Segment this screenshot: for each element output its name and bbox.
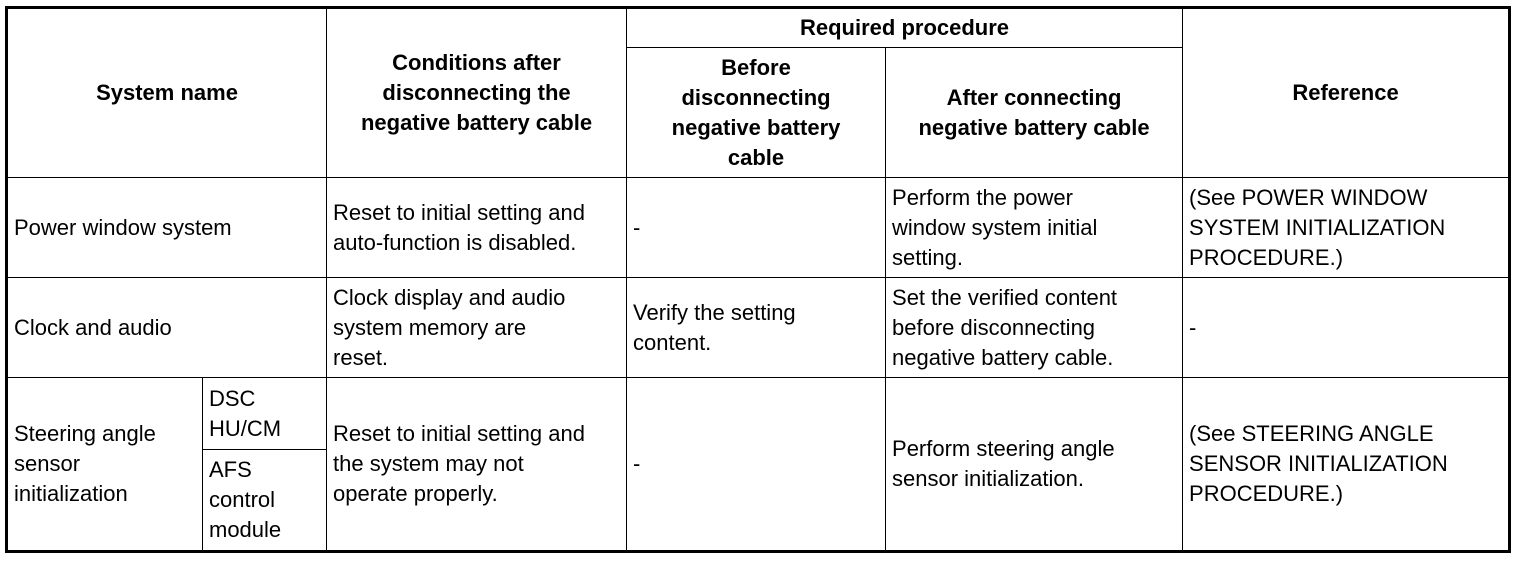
- header-before-disconnecting: Before disconnecting negative battery ca…: [626, 47, 887, 178]
- cell-before: -: [626, 377, 887, 552]
- cell-conditions: Reset to initial setting and the system …: [326, 377, 628, 552]
- cell-system-name: Steering angle sensor initialization: [6, 377, 203, 552]
- table-row: AFS control module: [7, 449, 1510, 552]
- procedure-table-container: System name Conditions after disconnecti…: [5, 6, 1512, 553]
- cell-after: Perform steering angle sensor initializa…: [885, 377, 1184, 552]
- header-required-procedure: Required procedure: [626, 7, 1184, 48]
- header-after-connecting: After connecting negative battery cable: [885, 47, 1184, 178]
- cell-reference: -: [1182, 277, 1511, 378]
- header-system-name: System name: [5, 7, 328, 178]
- header-row-2: Before disconnecting negative battery ca…: [7, 47, 1510, 178]
- cell-conditions: Clock display and audio system memory ar…: [326, 277, 628, 378]
- table-row: Power window system Reset to initial set…: [5, 177, 1511, 278]
- cell-after: Set the verified content before disconne…: [885, 277, 1184, 378]
- cell-system-name: Power window system: [5, 177, 328, 278]
- cell-conditions: Reset to initial setting and auto-functi…: [326, 177, 628, 278]
- battery-procedure-table: System name Conditions after disconnecti…: [5, 6, 1512, 553]
- cell-before: Verify the setting content.: [626, 277, 887, 378]
- cell-subsystem-afs: AFS control module: [201, 449, 328, 552]
- cell-reference: (See STEERING ANGLE SENSOR INITIALIZATIO…: [1182, 377, 1511, 552]
- cell-before: -: [626, 177, 887, 278]
- table-row: Steering angle sensor initialization DSC…: [6, 377, 1511, 552]
- cell-system-name: Clock and audio: [5, 277, 328, 378]
- header-reference: Reference: [1182, 7, 1511, 178]
- cell-after: Perform the power window system initial …: [885, 177, 1184, 278]
- table-row: Clock and audio Clock display and audio …: [5, 277, 1511, 378]
- header-row-1: System name Conditions after disconnecti…: [5, 7, 1511, 178]
- cell-subsystem-dsc: DSC HU/CM: [201, 377, 328, 450]
- cell-reference: (See POWER WINDOW SYSTEM INITIALIZATION …: [1182, 177, 1511, 278]
- header-conditions: Conditions after disconnecting the negat…: [326, 7, 628, 178]
